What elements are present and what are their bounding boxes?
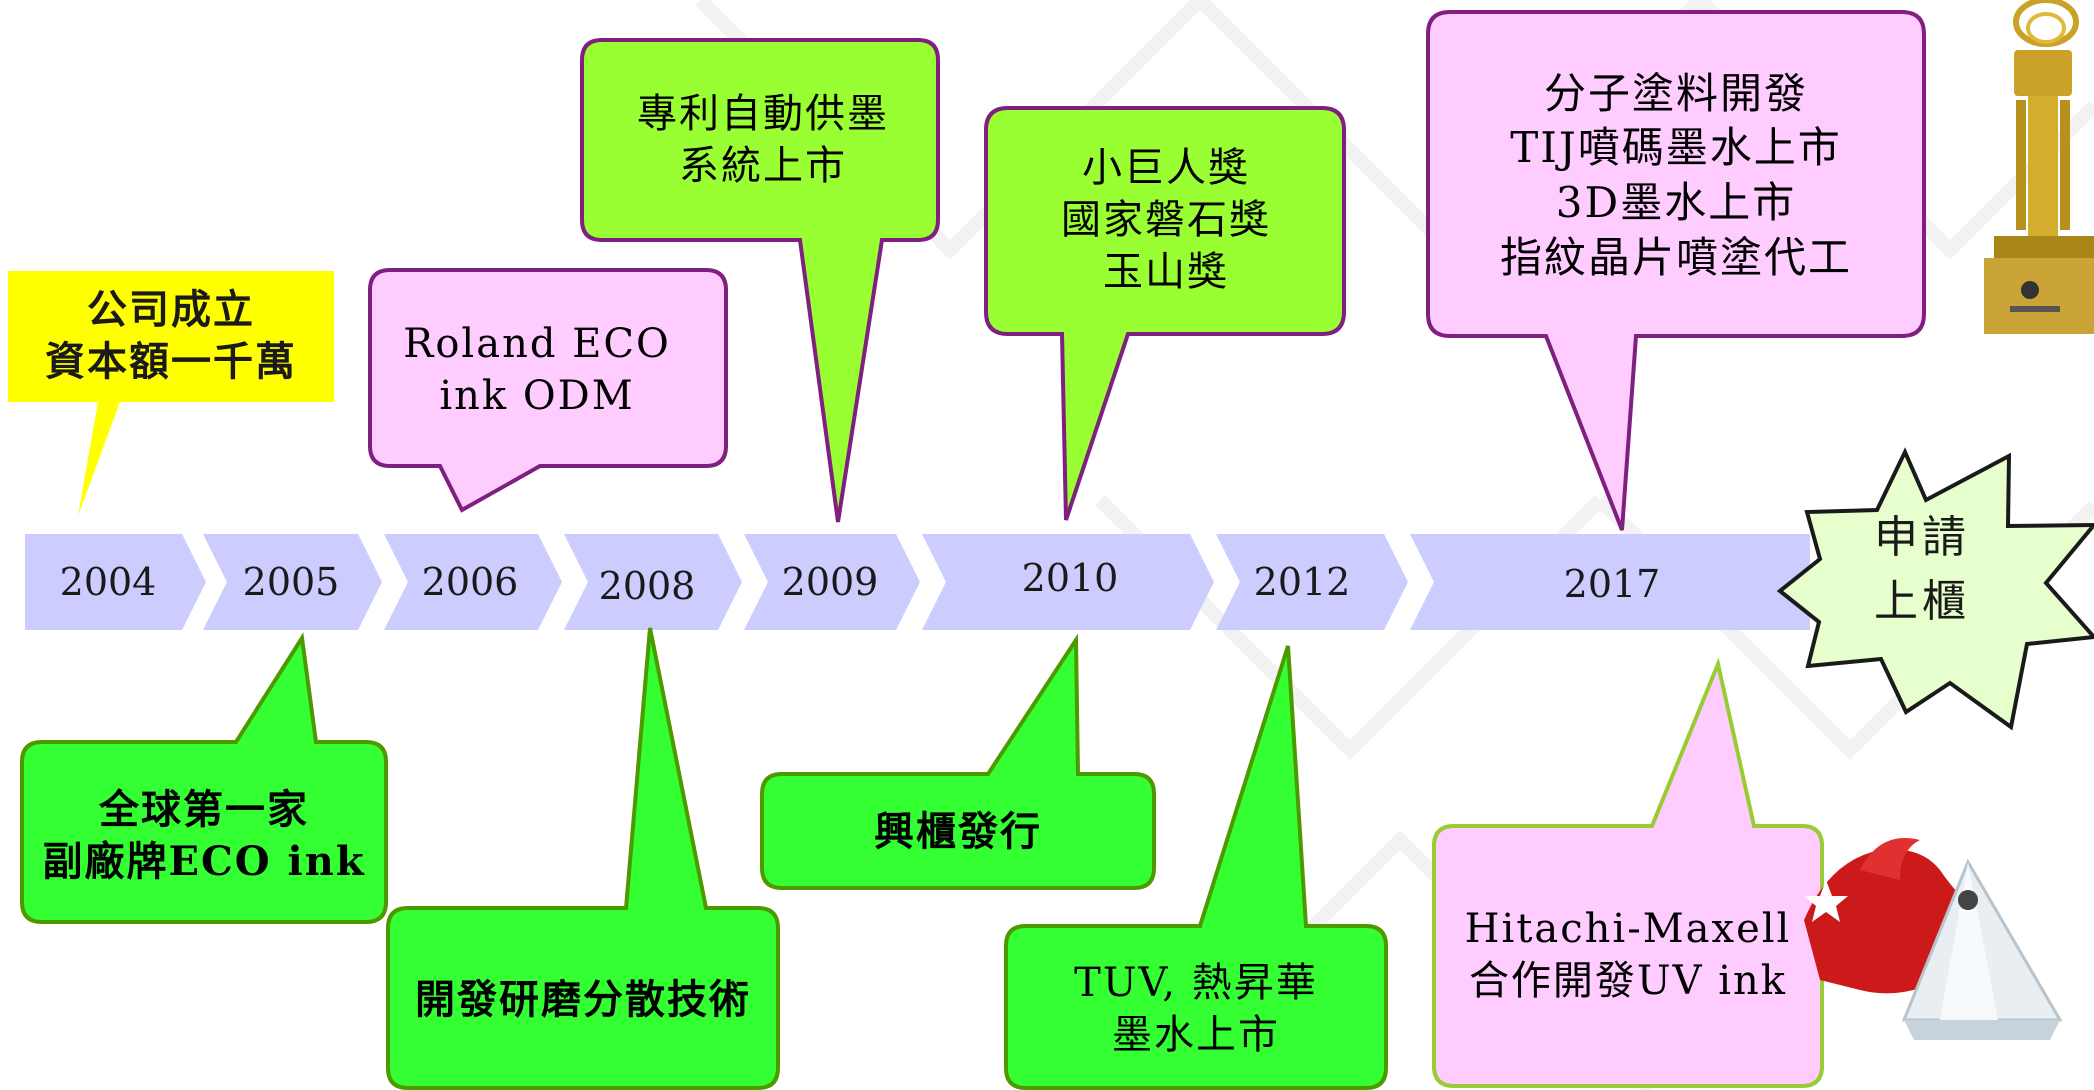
callout-text-2010-below: 興櫃發行 [764,782,1152,882]
callout-line: 3D墨水上市 [1555,178,1797,227]
callout-2009 [580,38,940,523]
award-crystal-icon [1804,838,2063,1040]
year-label-2005: 2005 [242,560,340,604]
callout-line: 玉山獎 [1103,249,1229,295]
callout-line: 指紋晶片噴塗代工 [1499,232,1852,282]
callout-text-2017-below: Hitachi-Maxell 合作開發UV ink [1436,890,1820,1020]
chevron-2012 [1216,534,1408,630]
goal-line: 上櫃 [1874,575,1970,627]
callout-line: 國家磐石獎 [1061,197,1271,243]
callout-line: 系統上市 [679,143,847,189]
callout-text-2010: 小巨人獎 國家磐石獎 玉山獎 [990,130,1342,310]
callout-2004 [8,271,334,516]
chevron-2009 [744,534,920,630]
callout-text-2017: 分子塗料開發 TIJ噴碼墨水上市 3D墨水上市 指紋晶片噴塗代工 [1432,40,1920,312]
callout-text-2008: 開發研磨分散技術 [390,932,776,1068]
callout-line: 全球第一家 [99,786,309,833]
callout-line: 墨水上市 [1112,1012,1280,1058]
callout-2008 [386,627,780,1090]
chevron-2004 [25,534,206,630]
goal-text: 申請 上櫃 [1862,506,1982,634]
chevron-2008 [564,534,742,630]
callout-line: 開發研磨分散技術 [415,976,751,1023]
timeline-chevrons [25,534,1810,630]
callout-2017-below [1432,657,1824,1088]
callout-line: 副廠牌ECO ink [42,838,366,885]
trophy-icon [1984,0,2094,334]
callout-line: ink ODM [439,373,635,419]
callout-line: TUV, 熱昇華 [1074,960,1318,1006]
chevron-2010 [922,534,1214,630]
callout-line: Hitachi-Maxell [1464,906,1792,952]
callout-text-2006: Roland ECO ink ODM [372,290,702,450]
year-label-2004: 2004 [59,560,157,604]
callout-line: TIJ噴碼墨水上市 [1510,123,1842,173]
callout-text-2009: 專利自動供墨 系統上市 [590,70,936,210]
callout-line: Roland ECO [403,321,671,367]
callout-2006 [368,268,728,513]
callout-line: 資本額一千萬 [45,338,297,385]
year-label-2006: 2006 [421,560,519,604]
goal-starburst [1776,447,2094,731]
callout-text-2005: 全球第一家 副廠牌ECO ink [24,766,384,906]
callout-line: 合作開發UV ink [1468,958,1788,1004]
chevron-2005 [203,534,382,630]
chevron-2006 [384,534,562,630]
callout-2017 [1426,10,1926,531]
callout-line: 小巨人獎 [1082,145,1250,191]
goal-line: 申請 [1874,512,1970,563]
callout-text-2004: 公司成立 資本額一千萬 [8,278,334,394]
year-label-2009: 2009 [781,560,879,604]
callout-line: 分子塗料開發 [1543,68,1808,118]
callouts-above [8,10,1926,531]
callout-2010 [984,106,1346,521]
callout-line: 公司成立 [87,286,255,333]
callout-2005 [20,632,388,924]
year-label-2017: 2017 [1563,562,1661,606]
callouts-below [20,627,1824,1090]
year-label-2010: 2010 [1021,556,1119,600]
chevron-2017 [1410,534,1810,630]
year-label-2008: 2008 [598,564,696,608]
callout-2012 [1004,645,1388,1090]
callout-text-2012: TUV, 熱昇華 墨水上市 [1008,944,1384,1074]
year-label-2012: 2012 [1253,560,1351,604]
callout-line: 興櫃發行 [874,808,1042,855]
callout-line: 專利自動供墨 [637,91,889,137]
callout-2010-below [760,633,1156,890]
